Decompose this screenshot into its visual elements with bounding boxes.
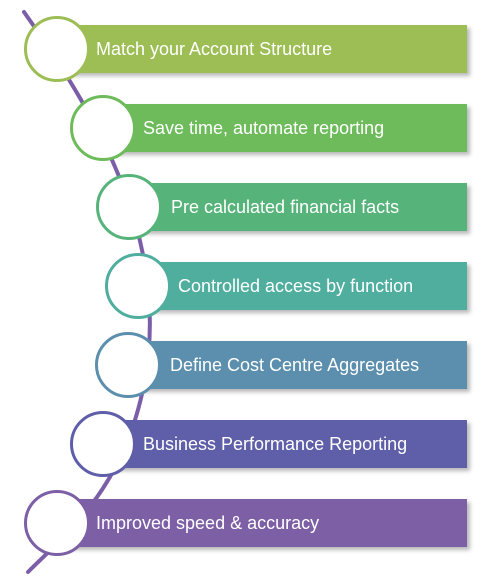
- step-label-3: Pre calculated financial facts: [171, 197, 400, 217]
- step-circle-6: [70, 411, 136, 477]
- step-circle-3: [96, 174, 162, 240]
- step-bar-7: [58, 499, 467, 547]
- step-bar-2: [104, 104, 467, 152]
- step-bar-1: [58, 25, 467, 73]
- step-label-7: Improved speed & accuracy: [96, 513, 320, 533]
- step-label-6: Business Performance Reporting: [143, 434, 408, 454]
- step-label-4: Controlled access by function: [178, 276, 414, 296]
- step-bar-6: [104, 420, 467, 468]
- step-circle-2: [70, 95, 136, 161]
- step-bar-3: [130, 183, 467, 231]
- step-circle-1: [24, 16, 90, 82]
- step-label-1: Match your Account Structure: [96, 39, 333, 59]
- step-bar-5: [129, 341, 467, 389]
- step-circle-4: [105, 253, 171, 319]
- step-bar-4: [139, 262, 467, 310]
- step-circle-5: [95, 332, 161, 398]
- step-label-5: Define Cost Centre Aggregates: [170, 355, 420, 375]
- step-label-2: Save time, automate reporting: [143, 118, 385, 138]
- step-circle-7: [24, 490, 90, 556]
